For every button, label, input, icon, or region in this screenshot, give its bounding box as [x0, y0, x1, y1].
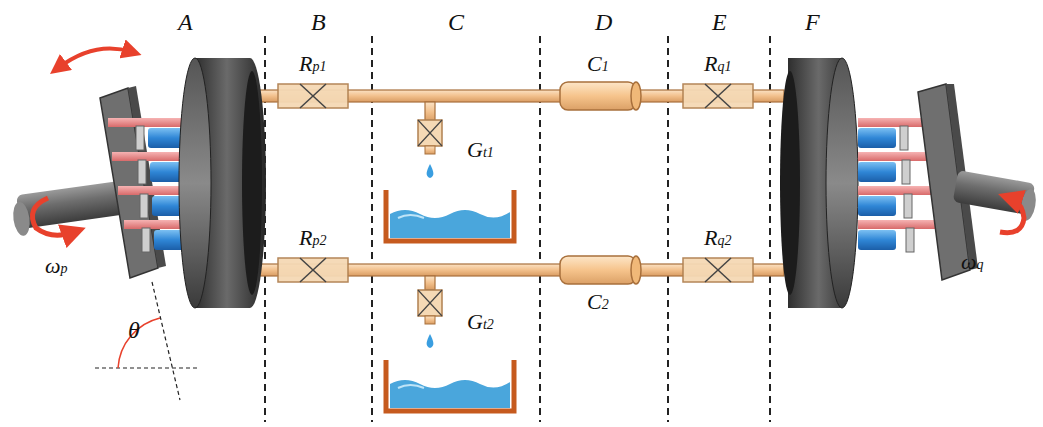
angle-marker — [118, 318, 160, 368]
component-label: Rq1 — [704, 53, 731, 75]
speed-symbol: ωp — [45, 255, 68, 277]
section-letter: C — [448, 10, 464, 34]
resistor-symbol — [278, 84, 753, 282]
chamber-cylinder — [631, 82, 641, 110]
valve-symbol — [418, 290, 442, 316]
pump — [108, 118, 190, 127]
pump — [242, 71, 262, 295]
pipe — [258, 90, 784, 290]
pump — [136, 126, 144, 150]
motor — [858, 230, 896, 250]
valve-symbol — [427, 164, 434, 178]
resistor-symbol — [300, 84, 326, 108]
tank — [386, 360, 514, 411]
angle-marker — [95, 282, 200, 400]
section-letter: F — [805, 10, 820, 34]
motor — [900, 126, 908, 150]
motor — [858, 220, 940, 229]
motor — [780, 58, 1038, 308]
motor — [904, 194, 912, 218]
valve-symbol — [418, 120, 442, 146]
resistor-symbol — [300, 84, 326, 108]
motor — [858, 118, 928, 127]
angle-symbol: θ — [128, 318, 140, 342]
valve-symbol — [418, 290, 442, 316]
motor — [858, 128, 896, 148]
resistor-symbol — [705, 84, 731, 108]
pump — [32, 198, 74, 235]
valve-symbol — [418, 290, 442, 316]
motor — [858, 186, 936, 195]
tank — [386, 190, 514, 241]
component-label: Rp1 — [299, 53, 326, 75]
component-label: Gt1 — [467, 139, 494, 161]
resistor-symbol — [705, 258, 731, 282]
section-letter: E — [712, 10, 727, 34]
resistor-symbol — [278, 84, 348, 108]
resistor-symbol — [300, 258, 326, 282]
component-label: Gt2 — [467, 311, 494, 333]
motor — [858, 196, 896, 216]
angle-marker — [152, 282, 180, 400]
resistor-symbol — [705, 84, 731, 108]
valve-symbol — [427, 334, 434, 348]
tank — [390, 380, 510, 408]
pipe — [425, 102, 435, 122]
pump — [179, 58, 211, 308]
valve-symbol — [425, 316, 435, 324]
motor — [780, 71, 800, 295]
component-label: C2 — [587, 291, 609, 313]
valve-symbol — [425, 146, 435, 154]
angle-marker — [95, 367, 200, 368]
pump — [142, 228, 150, 252]
speed-symbol: ωq — [961, 251, 984, 273]
chamber-cylinder — [560, 82, 641, 284]
valve-symbol — [418, 120, 442, 146]
resistor-symbol — [683, 84, 753, 108]
component-label: Rp2 — [299, 227, 326, 249]
pump — [112, 152, 190, 161]
section-letter: B — [311, 10, 326, 34]
valve-symbol — [418, 120, 442, 146]
pump — [140, 194, 148, 218]
pump — [11, 201, 32, 237]
motor — [1000, 198, 1024, 233]
component-label: Rq2 — [704, 227, 731, 249]
motor — [858, 152, 932, 161]
pump — [138, 160, 146, 184]
pipe — [425, 276, 435, 290]
tank — [398, 215, 424, 218]
tank — [386, 190, 514, 411]
motor — [826, 58, 858, 308]
tank — [390, 210, 510, 238]
chamber-cylinder — [631, 256, 641, 284]
resistor-symbol — [278, 258, 348, 282]
pump — [58, 48, 132, 68]
tank — [398, 385, 424, 388]
resistor-symbol — [683, 258, 753, 282]
resistor-symbol — [300, 258, 326, 282]
chamber-cylinder — [560, 82, 636, 110]
section-letter: D — [595, 10, 612, 34]
section-letter: A — [178, 10, 193, 34]
motor — [902, 160, 910, 184]
resistor-symbol — [705, 258, 731, 282]
pump — [11, 48, 266, 308]
component-label: C1 — [587, 53, 609, 75]
motor — [858, 162, 896, 182]
motor — [906, 228, 914, 252]
chamber-cylinder — [560, 256, 636, 284]
